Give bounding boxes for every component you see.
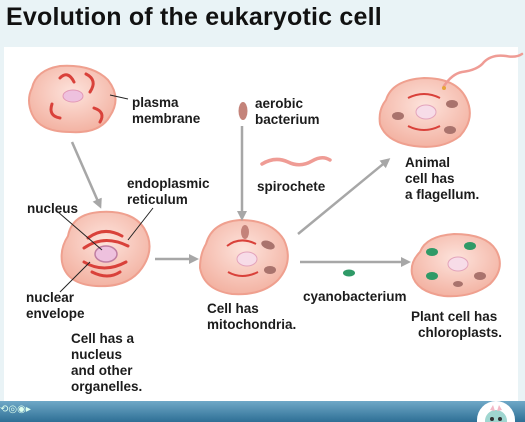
evolution-arrows	[70, 126, 411, 267]
video-control-bar	[0, 401, 525, 422]
label-endoplasmic-reticulum: endoplasmic	[127, 176, 210, 191]
caption-plant-cell: Plant cell has	[411, 309, 497, 324]
caption-cell-mitochondria: Cell has	[207, 301, 259, 316]
caption-cell-nucleus: Cell has a	[71, 331, 135, 346]
assistant-avatar-icon[interactable]	[477, 401, 515, 422]
caption-animal-cell: Animal	[405, 155, 450, 170]
ancestral-cell	[28, 64, 117, 134]
flagellum-icon	[442, 52, 524, 88]
label-nuclear-envelope: nuclear	[26, 290, 75, 305]
label-aerobic-bacterium: aerobic	[255, 96, 304, 111]
page-title: Evolution of the eukaryotic cell	[6, 3, 382, 31]
spirochete-icon	[260, 156, 332, 167]
label-nucleus: nucleus	[27, 201, 78, 216]
label-cyanobacterium: cyanobacterium	[303, 289, 407, 304]
animal-cell	[378, 52, 524, 148]
nucleated-cell	[60, 210, 151, 288]
plant-cell	[410, 232, 501, 298]
player-controls-icon[interactable]: ⟲◎◉▸	[0, 404, 31, 415]
cyanobacterium-icon	[343, 269, 355, 277]
aerobic-bacterium-icon	[238, 102, 248, 120]
mitochondria-cell	[198, 218, 289, 296]
label-plasma-membrane: plasma	[132, 95, 179, 110]
label-spirochete: spirochete	[257, 179, 326, 194]
